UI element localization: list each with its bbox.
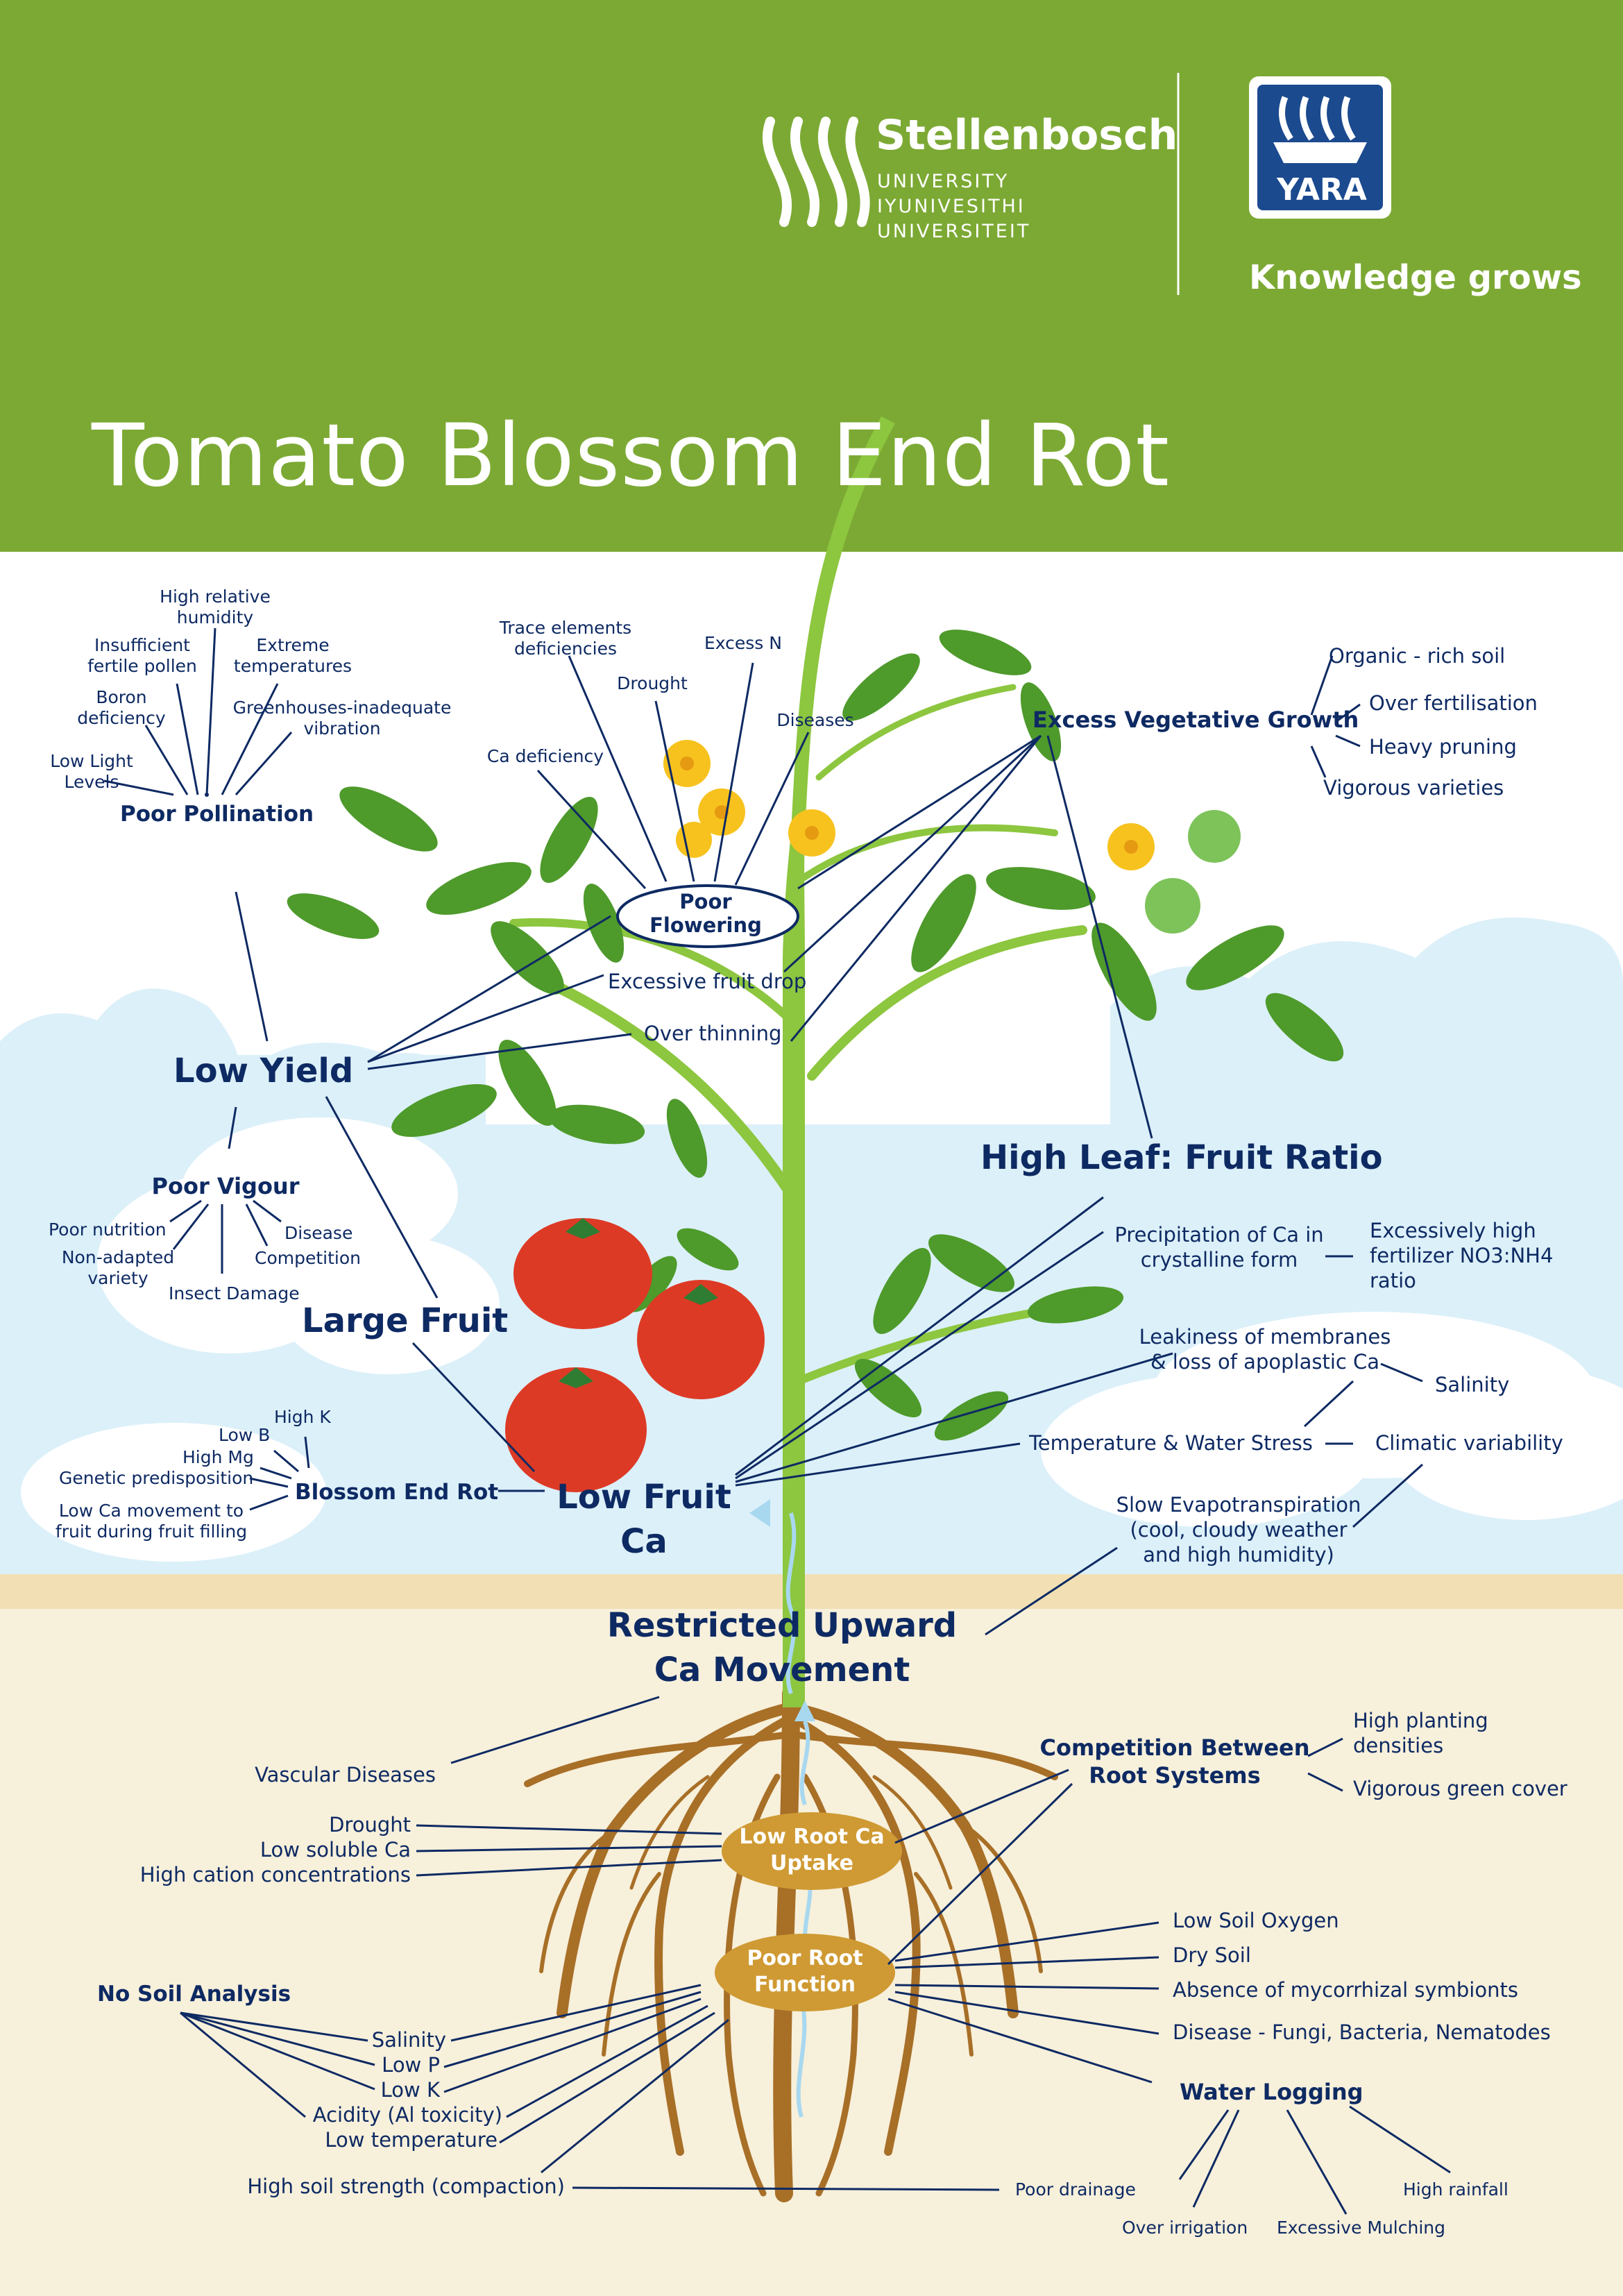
- label-organic-rich-soil: Organic - rich soil: [1329, 644, 1506, 668]
- label-low-soil-oxygen: Low Soil Oxygen: [1173, 1909, 1339, 1932]
- label-heavy-pruning: Heavy pruning: [1369, 735, 1517, 759]
- label-water-logging: Water Logging: [1180, 2079, 1363, 2105]
- label-poor-flowering: Poor Flowering: [649, 890, 762, 937]
- label-insufficient-fertile-pollen: Insufficient fertile pollen: [87, 635, 197, 676]
- label-vascular-diseases: Vascular Diseases: [255, 1763, 436, 1787]
- label-high-soil-strength: High soil strength (compaction): [247, 2175, 565, 2198]
- label-poor-pollination: Poor Pollination: [120, 802, 314, 827]
- label-low-p: Low P: [382, 2053, 440, 2077]
- label-temperature-water-stress: Temperature & Water Stress: [1029, 1431, 1313, 1455]
- label-low-yield: Low Yield: [173, 1052, 354, 1090]
- label-excessively-high-fertilizer: Excessively high fertilizer NO3:NH4 rati…: [1370, 1219, 1554, 1292]
- label-low-b: Low B: [219, 1425, 271, 1445]
- label-large-fruit: Large Fruit: [302, 1301, 509, 1340]
- label-high-rainfall: High rainfall: [1403, 2179, 1509, 2200]
- label-extreme-temperatures: Extreme temperatures: [233, 635, 352, 676]
- label-no-soil-analysis: No Soil Analysis: [97, 1982, 291, 2007]
- label-disease-fungi: Disease - Fungi, Bacteria, Nematodes: [1173, 2020, 1551, 2044]
- label-restricted-upward: Restricted Upward Ca Movement: [606, 1606, 958, 1689]
- yara-logo-icon: [1249, 76, 1391, 219]
- label-insect-damage: Insect Damage: [169, 1283, 300, 1303]
- label-excessive-fruit-drop: Excessive fruit drop: [608, 970, 807, 993]
- label-excessive-mulching: Excessive Mulching: [1277, 2218, 1446, 2238]
- label-leakiness-membranes: Leakiness of membranes & loss of apoplas…: [1139, 1325, 1391, 1374]
- label-low-temperature: Low temperature: [325, 2128, 498, 2152]
- label-poor-drainage: Poor drainage: [1015, 2179, 1136, 2200]
- label-high-k: High K: [274, 1407, 331, 1427]
- label-ca-deficiency: Ca deficiency: [486, 746, 604, 766]
- label-over-thinning: Over thinning: [644, 1022, 782, 1045]
- label-over-irrigation: Over irrigation: [1122, 2218, 1248, 2238]
- label-low-soluble-ca: Low soluble Ca: [260, 1838, 411, 1862]
- university-sub-2: IYUNIVESITHI: [877, 196, 1026, 217]
- label-high-mg: High Mg: [182, 1447, 254, 1467]
- label-excess-vegetative-growth: Excess Vegetative Growth: [1033, 707, 1359, 733]
- label-vigorous-green-cover: Vigorous green cover: [1353, 1777, 1567, 1800]
- label-excess-n: Excess N: [704, 633, 782, 653]
- label-low-root-ca-uptake: Low Root Ca Uptake: [739, 1825, 885, 1875]
- label-low-k: Low K: [380, 2078, 440, 2102]
- label-slow-evapotranspiration: Slow Evapotranspiration (cool, cloudy we…: [1116, 1493, 1361, 1567]
- label-low-fruit-ca: Low Fruit Ca: [556, 1478, 731, 1561]
- label-acidity: Acidity (Al toxicity): [312, 2103, 502, 2127]
- label-low-ca-movement: Low Ca movement to fruit during fruit fi…: [55, 1501, 248, 1542]
- yara-brand: YARA: [1277, 172, 1367, 208]
- label-over-fertilisation: Over fertilisation: [1369, 691, 1538, 715]
- university-sub-3: UNIVERSITEIT: [877, 221, 1031, 242]
- university-name: Stellenbosch: [876, 111, 1178, 160]
- university-sub-1: UNIVERSITY: [877, 171, 1010, 192]
- label-boron-deficiency: Boron deficiency: [77, 687, 166, 728]
- label-low-light-levels: Low Light Levels: [50, 751, 133, 792]
- label-drought-top: Drought: [617, 673, 688, 693]
- label-high-relative-humidity: High relative humidity: [160, 586, 271, 627]
- label-precipitation-ca: Precipitation of Ca in crystalline form: [1114, 1223, 1324, 1272]
- label-blossom-end-rot: Blossom End Rot: [295, 1480, 499, 1505]
- label-dry-soil: Dry Soil: [1173, 1943, 1251, 1967]
- stellenbosch-logo-icon: [762, 117, 870, 227]
- label-high-leaf-fruit-ratio: High Leaf: Fruit Ratio: [980, 1138, 1383, 1177]
- label-drought-bottom: Drought: [329, 1813, 411, 1837]
- label-trace-elements: Trace elements deficiencies: [499, 618, 632, 659]
- label-non-adapted-variety: Non-adapted variety: [61, 1247, 175, 1288]
- label-competition: Competition: [255, 1248, 361, 1268]
- label-poor-root-function: Poor Root Function: [747, 1946, 863, 1997]
- label-diseases: Diseases: [776, 710, 854, 730]
- label-poor-nutrition: Poor nutrition: [49, 1219, 167, 1240]
- label-vigorous-varieties: Vigorous varieties: [1323, 776, 1504, 800]
- label-competition-root-systems: Competition Between Root Systems: [1039, 1734, 1310, 1789]
- label-high-cation-concentrations: High cation concentrations: [139, 1863, 411, 1886]
- label-poor-vigour: Poor Vigour: [151, 1173, 300, 1199]
- label-greenhouses-vibration: Greenhouses-inadequate vibration: [232, 698, 452, 738]
- label-salinity-bottom: Salinity: [371, 2028, 446, 2052]
- label-climatic-variability: Climatic variability: [1375, 1431, 1563, 1455]
- label-absence-mycorrhizal: Absence of mycorrhizal symbionts: [1173, 1978, 1518, 2002]
- label-genetic-predisposition: Genetic predisposition: [59, 1468, 254, 1488]
- label-salinity-top: Salinity: [1435, 1373, 1510, 1396]
- label-high-planting-densities: High planting densities: [1353, 1709, 1488, 1757]
- tagline: Knowledge grows: [1249, 258, 1582, 297]
- label-disease: Disease: [284, 1223, 353, 1243]
- page-title: Tomato Blossom End Rot: [92, 406, 1171, 506]
